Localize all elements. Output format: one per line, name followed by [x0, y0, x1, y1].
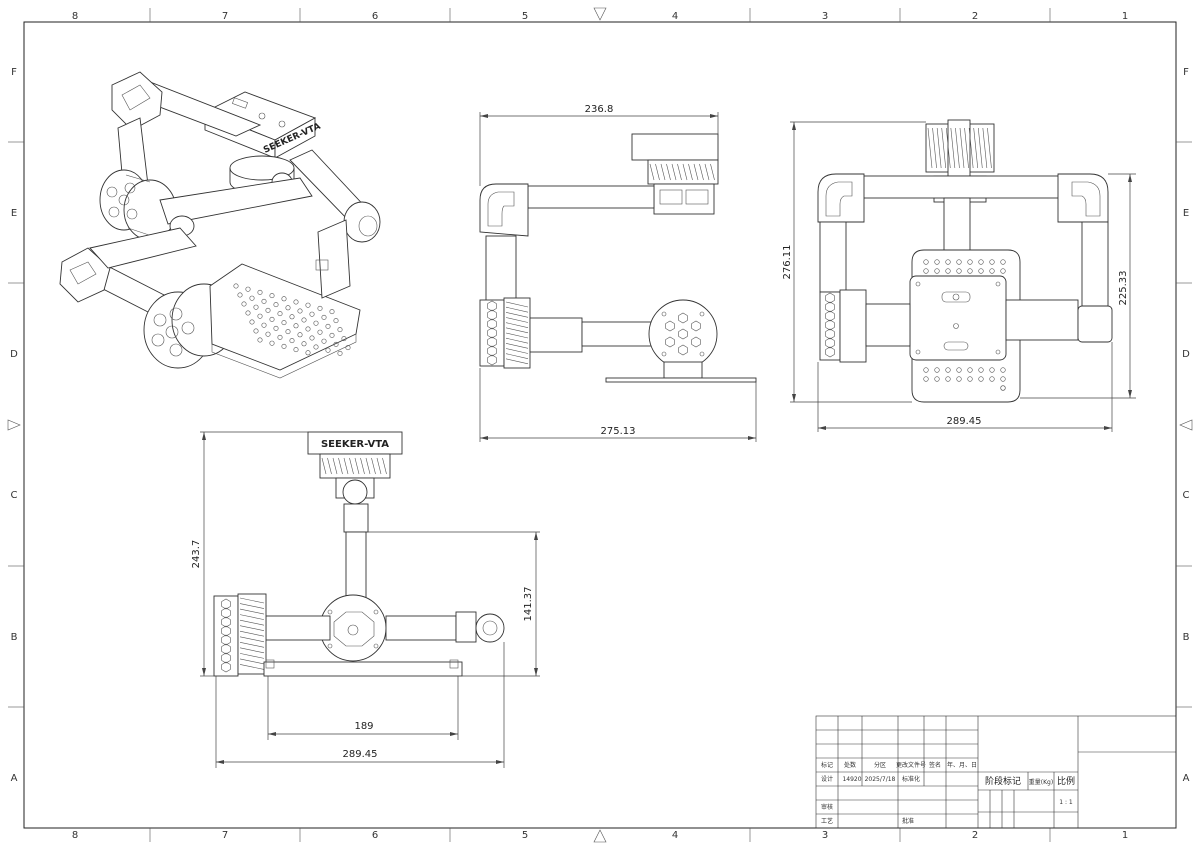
- side-dim-bottom-value: 275.13: [601, 426, 636, 437]
- top-dim-height-value: 243.7: [191, 540, 202, 569]
- tb-value-scale: 1 : 1: [1059, 799, 1073, 806]
- top-dim-height: 243.7: [191, 431, 308, 677]
- zone-labels-top: 8 7 6 5 4 3 2 1: [72, 11, 1128, 22]
- tb-value-design-date: 2025/7/18: [865, 776, 896, 783]
- tb-label-zone: 分区: [874, 761, 886, 769]
- zone-row-label: A: [1183, 773, 1190, 784]
- zone-row-label: F: [1183, 67, 1189, 78]
- top-dim-width-value: 289.45: [343, 749, 378, 760]
- tb-label-mark: 标记: [821, 761, 833, 769]
- front-dim-inner: 225.33: [1020, 173, 1136, 399]
- tb-label-approve: 批准: [902, 817, 914, 825]
- zone-labels-left: F E D C B A: [10, 67, 18, 784]
- front-dim-width: 289.45: [817, 342, 1113, 432]
- zone-row-label: C: [11, 490, 18, 501]
- front-dim-height-value: 276.11: [782, 245, 793, 280]
- zone-col-label: 5: [522, 11, 528, 22]
- zone-col-label: 6: [372, 11, 378, 22]
- zone-row-label: E: [11, 208, 17, 219]
- tb-value-standardization: 标准化: [902, 775, 920, 783]
- tb-label-review: 审核: [821, 803, 833, 811]
- top-dim-width: 289.45: [215, 642, 505, 768]
- zone-col-label: 8: [72, 11, 78, 22]
- zone-col-label: 8: [72, 830, 78, 841]
- zone-col-label: 7: [222, 830, 228, 841]
- top-dim-inner-h: 141.37: [368, 531, 540, 677]
- zone-labels-right: F E D C B A: [1182, 67, 1190, 784]
- zone-col-label: 1: [1122, 830, 1128, 841]
- zone-col-label: 4: [672, 830, 678, 841]
- top-brand-label: SEEKER-VTA: [321, 439, 389, 450]
- tb-label-process: 工艺: [821, 817, 833, 825]
- top-dim-inner-h-value: 141.37: [523, 587, 534, 622]
- zone-labels-bottom: 8 7 6 5 4 3 2 1: [72, 830, 1128, 841]
- tb-label-change-doc: 更改文件号: [896, 761, 926, 769]
- top-view: SEEKER-VTA 243: [191, 431, 540, 768]
- tb-label-design: 设计: [821, 775, 833, 783]
- front-view: 276.11 225.33 289.45: [782, 119, 1136, 432]
- zone-col-label: 4: [672, 11, 678, 22]
- zone-row-label: C: [1183, 490, 1190, 501]
- zone-row-label: D: [10, 349, 18, 360]
- zone-col-label: 1: [1122, 11, 1128, 22]
- zone-row-label: B: [11, 632, 18, 643]
- front-dim-inner-value: 225.33: [1118, 271, 1129, 306]
- zone-col-label: 2: [972, 830, 978, 841]
- side-dim-bottom: 275.13: [479, 368, 757, 442]
- tb-label-stage-mark: 阶段标记: [985, 775, 1021, 787]
- zone-col-label: 2: [972, 11, 978, 22]
- zone-col-label: 6: [372, 830, 378, 841]
- zone-row-label: D: [1182, 349, 1190, 360]
- front-dim-width-value: 289.45: [947, 416, 982, 427]
- zone-row-label: F: [11, 67, 17, 78]
- top-dim-inner-w: 189: [267, 676, 459, 740]
- side-view: 236.8 275.13: [479, 104, 757, 442]
- side-dim-top-value: 236.8: [585, 104, 614, 115]
- zone-col-label: 3: [822, 830, 828, 841]
- tb-label-scale: 比例: [1057, 775, 1075, 787]
- tb-label-date: 年、月、日: [947, 761, 977, 769]
- tb-value-designer: 14920: [842, 776, 861, 783]
- top-dim-inner-w-value: 189: [354, 721, 373, 732]
- zone-col-label: 7: [222, 11, 228, 22]
- tb-label-count: 处数: [844, 761, 856, 769]
- zone-row-label: B: [1183, 632, 1190, 643]
- zone-row-label: A: [11, 773, 18, 784]
- side-dim-top: 236.8: [479, 104, 719, 186]
- tb-label-sign: 签名: [929, 761, 941, 769]
- drawing-frame: [7, 7, 1193, 843]
- isometric-view: SEEKER-VTA: [59, 71, 381, 379]
- zone-col-label: 5: [522, 830, 528, 841]
- front-dim-height: 276.11: [782, 121, 926, 403]
- tb-label-weight: 重量(Kg): [1029, 778, 1053, 786]
- zone-col-label: 3: [822, 11, 828, 22]
- zone-row-label: E: [1183, 208, 1189, 219]
- title-block: 标记 处数 分区 更改文件号 签名 年、月、日 设计 14920 2025/7/…: [815, 715, 1177, 829]
